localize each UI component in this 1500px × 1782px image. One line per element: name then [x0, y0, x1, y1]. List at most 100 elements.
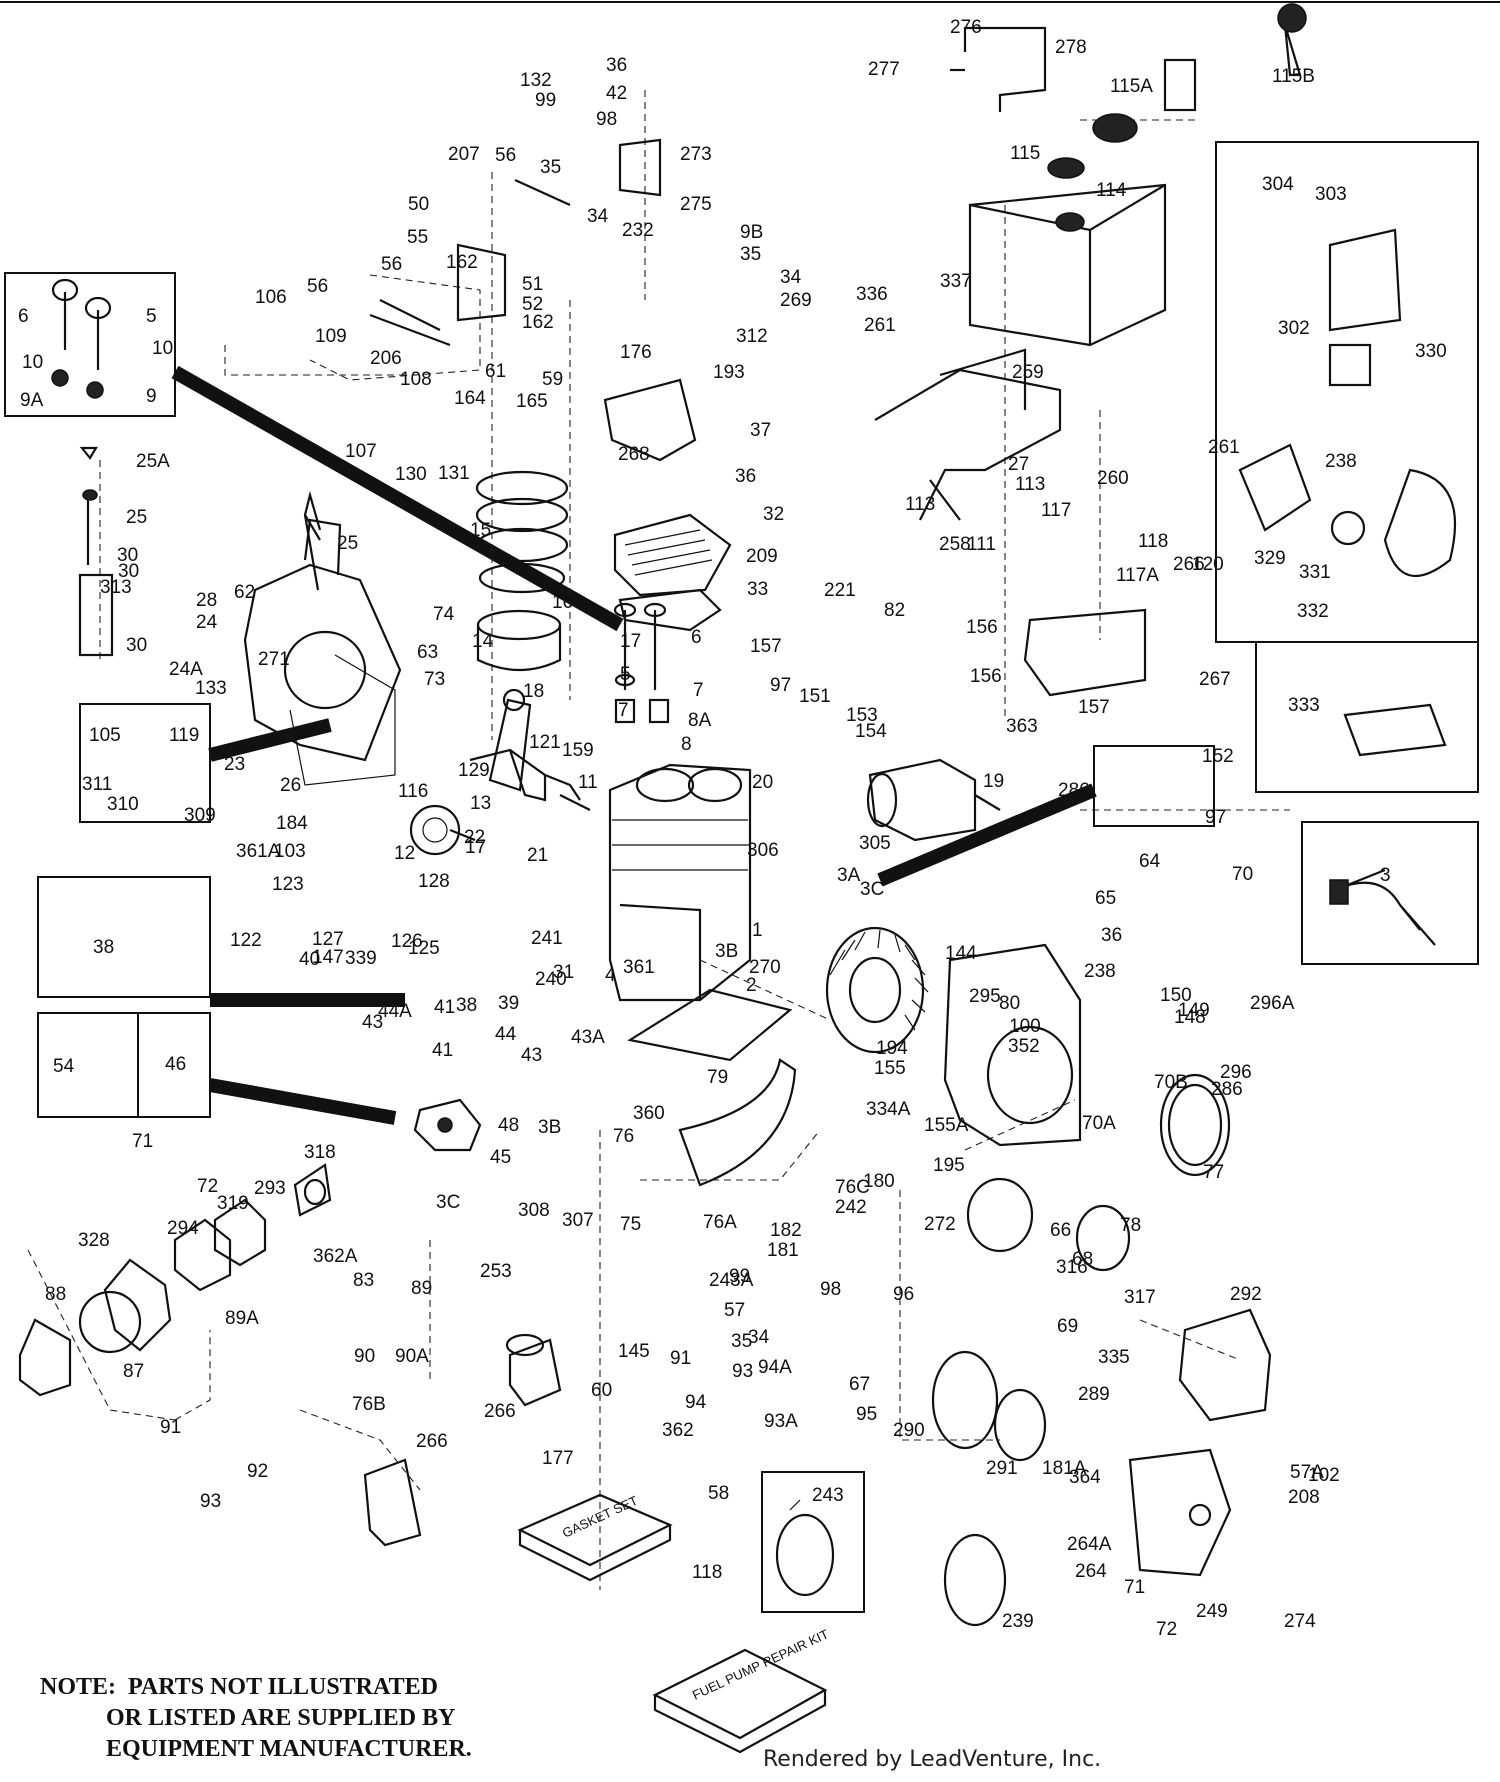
fuel-pump	[505, 1333, 562, 1407]
callout-number: 131	[438, 463, 470, 484]
callout-number: 106	[255, 287, 287, 308]
callout-number: 99	[535, 90, 556, 111]
callout-number: 32	[763, 504, 784, 525]
callout-number: 123	[272, 874, 304, 895]
callout-number: 41	[432, 1040, 453, 1061]
callout-number: 2	[746, 975, 757, 996]
callout-number: 291	[986, 1458, 1018, 1479]
callout-number: 132	[520, 70, 552, 91]
fuel-tank	[968, 157, 1167, 347]
carb-pointer-arrow	[208, 1078, 397, 1125]
starter-motor	[866, 758, 1001, 842]
callout-number: 57A	[1290, 1462, 1324, 1483]
callout-number: 165	[516, 391, 548, 412]
callout-number: 54	[53, 1056, 75, 1077]
callout-number: 242	[835, 1197, 867, 1218]
callout-number: 292	[1230, 1284, 1262, 1305]
callout-number: 1	[752, 920, 763, 941]
blower-housing	[943, 943, 1082, 1147]
callout-number: 155	[874, 1058, 906, 1079]
callout-number: 35	[740, 244, 761, 265]
callout-number: 65	[1095, 888, 1116, 909]
tank-support-bracket	[874, 348, 1062, 521]
callout-number: 91	[160, 1417, 181, 1438]
callout-number: 269	[780, 290, 812, 311]
base-plate	[627, 988, 793, 1062]
callout-number: 79	[707, 1067, 728, 1088]
callout-number: 19	[983, 771, 1004, 792]
callout-number: 9B	[740, 222, 763, 243]
callout-number: 25	[337, 533, 358, 554]
callout-number: 39	[498, 993, 519, 1014]
callout-number: 286	[1058, 780, 1090, 801]
callout-number: 28	[196, 590, 217, 611]
callout-number: 304	[1262, 174, 1294, 195]
callout-number: 243	[812, 1485, 844, 1506]
callout-number: 36	[1101, 925, 1122, 946]
callout-number: 147	[312, 947, 344, 968]
callout-number: 10	[152, 338, 173, 359]
callout-number: 41	[434, 997, 455, 1018]
callout-number: 56	[381, 254, 402, 275]
footnote: NOTE: PARTS NOT ILLUSTRATED OR LISTED AR…	[40, 1674, 472, 1762]
callout-number: 335	[1098, 1347, 1130, 1368]
callout-number: 78	[1120, 1215, 1141, 1236]
callout-number: 209	[746, 546, 778, 567]
callout-number: 20	[752, 772, 773, 793]
throttle-links	[369, 178, 571, 347]
callout-number: 57	[724, 1300, 745, 1321]
callout-number: 76	[613, 1126, 634, 1147]
rope-assembly	[775, 1499, 835, 1597]
callout-number: 270	[749, 957, 781, 978]
callout-number: 115B	[1272, 66, 1315, 87]
callout-number: 307	[562, 1210, 594, 1231]
callout-number: 125	[408, 938, 440, 959]
callout-number: 16	[552, 592, 573, 613]
callout-number: 296	[1220, 1062, 1252, 1083]
fuel-pump-kit-box	[652, 1648, 828, 1754]
callout-number: 334A	[866, 1099, 911, 1120]
callout-number: 113	[905, 494, 935, 515]
head-bracket	[603, 378, 697, 462]
callout-number: 17	[465, 837, 486, 858]
callout-number: 115	[1010, 143, 1040, 164]
callout-number: 76C	[835, 1177, 870, 1198]
callout-number: 80	[999, 993, 1020, 1014]
callout-number: 98	[820, 1279, 841, 1300]
callout-number: 319	[217, 1193, 249, 1214]
callout-number: 99	[729, 1266, 750, 1287]
callout-number: 36	[735, 466, 756, 487]
callout-number: 22	[464, 827, 485, 848]
callout-number: 313	[100, 577, 132, 598]
callout-number: 294	[167, 1218, 199, 1239]
callout-number: 46	[165, 1054, 186, 1075]
callout-number: 153	[846, 705, 878, 726]
callout-number: 43	[521, 1045, 542, 1066]
callout-number: 9	[146, 386, 157, 407]
rope-inset-box	[761, 1471, 865, 1613]
callout-number: 317	[1124, 1287, 1156, 1308]
callout-number: 271	[258, 649, 290, 670]
callout-number: 17	[620, 631, 641, 652]
callout-number: 103	[274, 841, 306, 862]
callout-number: 72	[1156, 1619, 1177, 1640]
callout-number: 12	[394, 843, 415, 864]
callout-number: 277	[868, 59, 900, 80]
callout-number: 70B	[1154, 1072, 1188, 1093]
callout-number: 96	[893, 1284, 914, 1305]
callout-number: 272	[924, 1214, 956, 1235]
callout-number: 182	[770, 1220, 802, 1241]
callout-number: 207	[448, 144, 480, 165]
callout-number: 162	[446, 252, 478, 273]
callout-number: 266	[1173, 554, 1205, 575]
callout-number: 4	[605, 965, 616, 986]
callout-number: 56	[495, 145, 516, 166]
inset-valves	[51, 278, 112, 399]
callout-number: 73	[424, 669, 445, 690]
callout-number: 259	[1012, 362, 1044, 383]
ignition-bracket	[1328, 228, 1402, 387]
callout-number: 129	[458, 760, 490, 781]
callout-number: 13	[470, 793, 491, 814]
callout-number: 130	[395, 464, 427, 485]
